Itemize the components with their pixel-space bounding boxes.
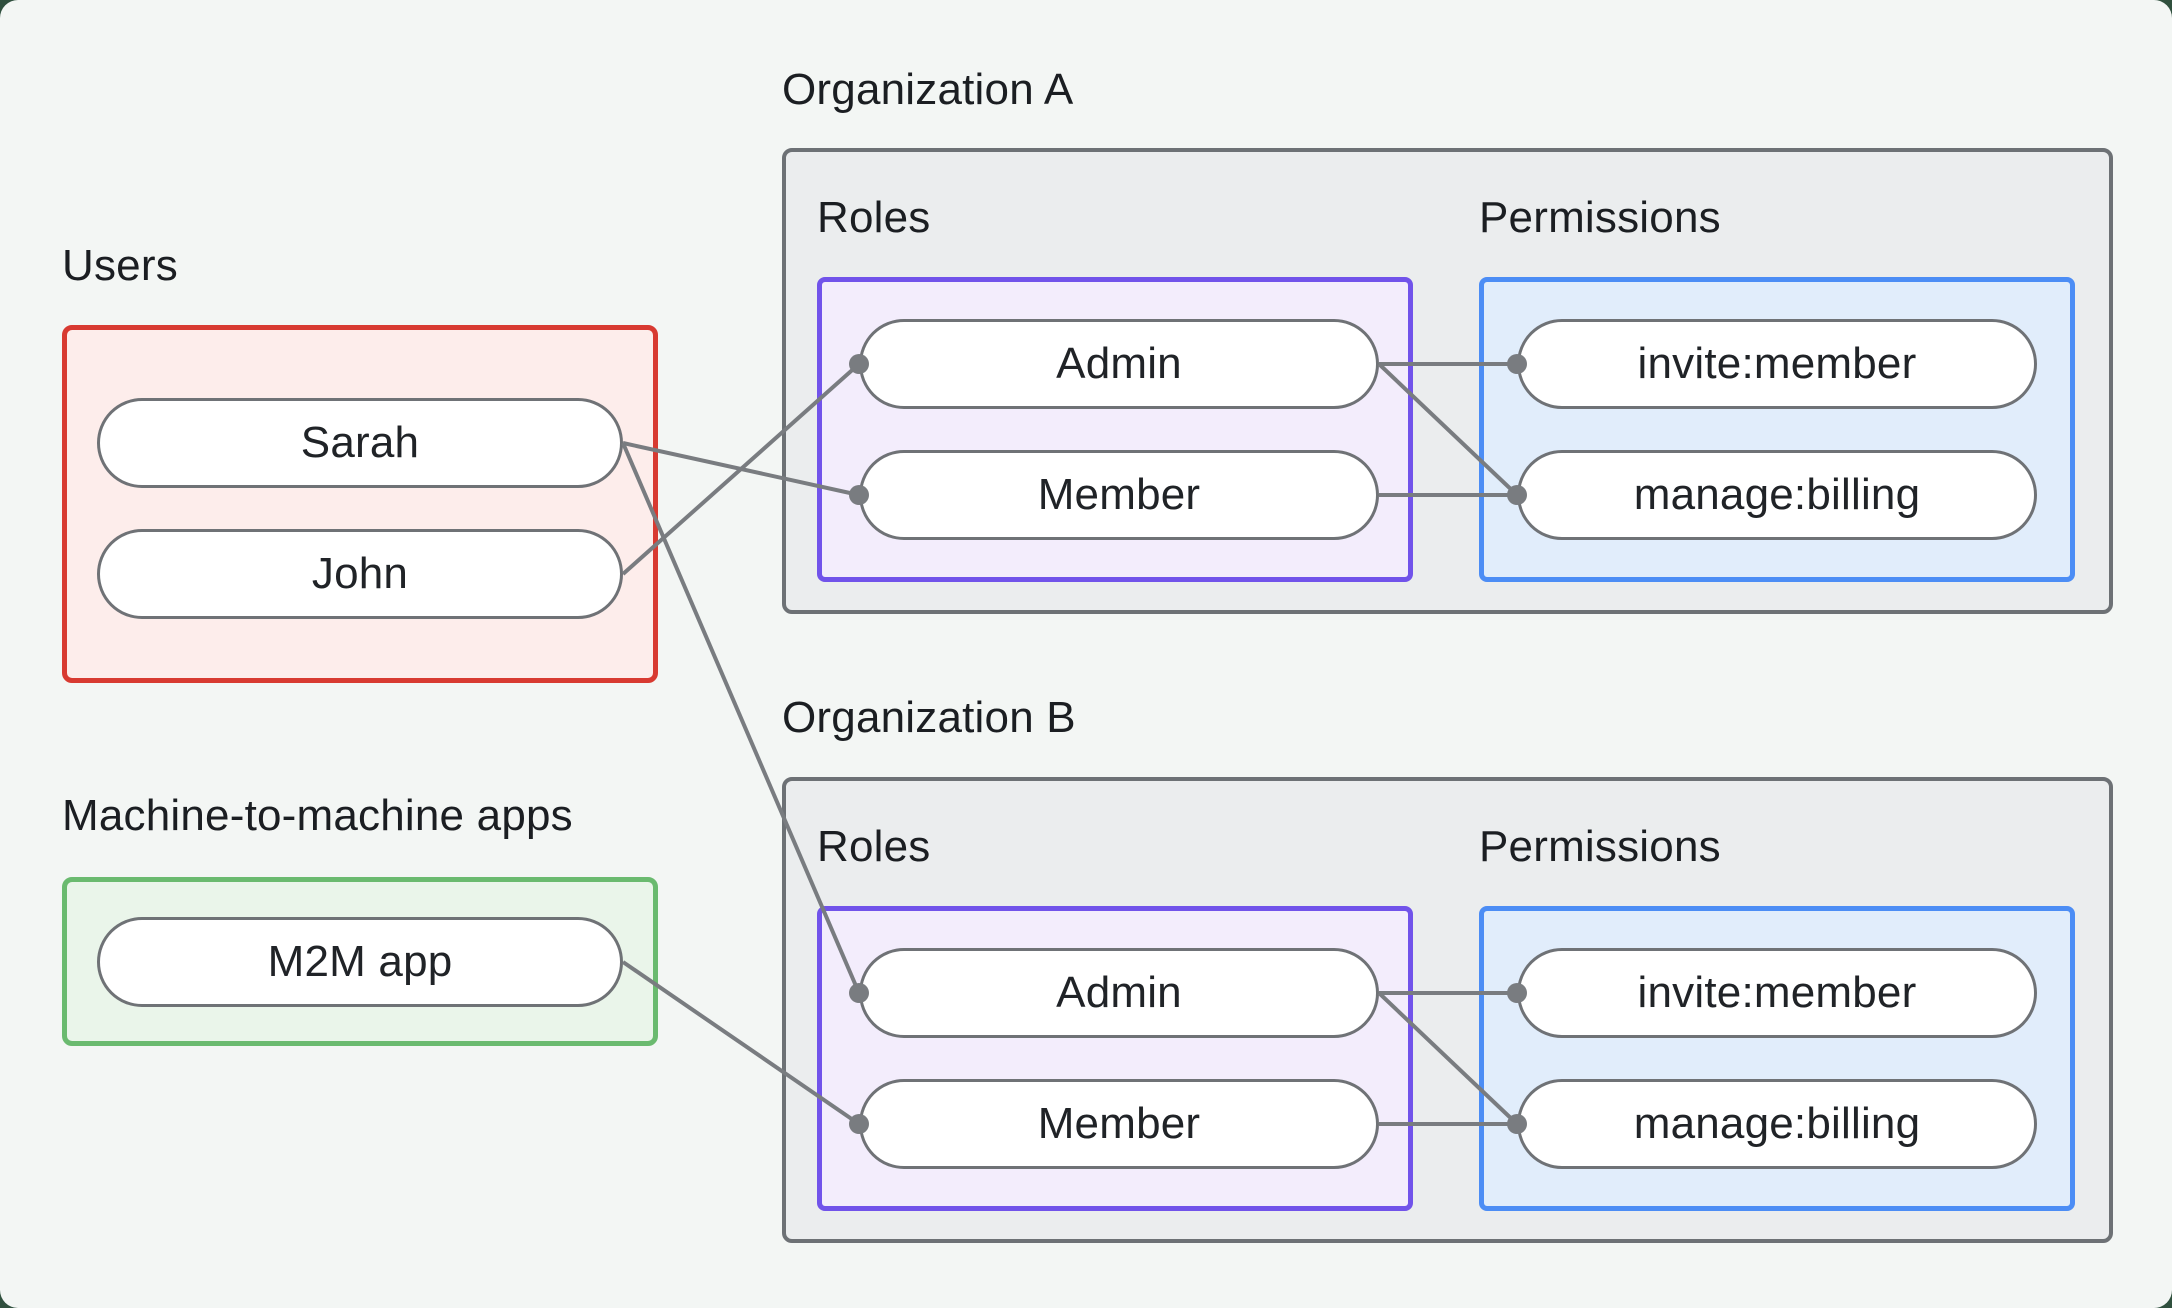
org-b-title: Organization B bbox=[782, 693, 1076, 742]
org-a-title: Organization A bbox=[782, 65, 1074, 114]
m2m-app-node: M2M app bbox=[97, 917, 623, 1007]
user-node-sarah: Sarah bbox=[97, 398, 623, 488]
org-b-role-member: Member bbox=[859, 1079, 1379, 1169]
org-b-roles-label: Roles bbox=[817, 822, 931, 871]
org-b-permissions-label: Permissions bbox=[1479, 822, 1721, 871]
org-b-role-admin: Admin bbox=[859, 948, 1379, 1038]
org-a-role-admin: Admin bbox=[859, 319, 1379, 409]
org-a-permission-manage-billing: manage:billing bbox=[1517, 450, 2037, 540]
org-b-permission-invite-member: invite:member bbox=[1517, 948, 2037, 1038]
users-group-box bbox=[62, 325, 658, 683]
org-a-roles-label: Roles bbox=[817, 193, 931, 242]
user-node-john: John bbox=[97, 529, 623, 619]
users-section-label: Users bbox=[62, 241, 178, 290]
org-a-permissions-label: Permissions bbox=[1479, 193, 1721, 242]
m2m-section-label: Machine-to-machine apps bbox=[62, 791, 573, 840]
org-b-permission-manage-billing: manage:billing bbox=[1517, 1079, 2037, 1169]
org-a-role-member: Member bbox=[859, 450, 1379, 540]
org-a-permission-invite-member: invite:member bbox=[1517, 319, 2037, 409]
